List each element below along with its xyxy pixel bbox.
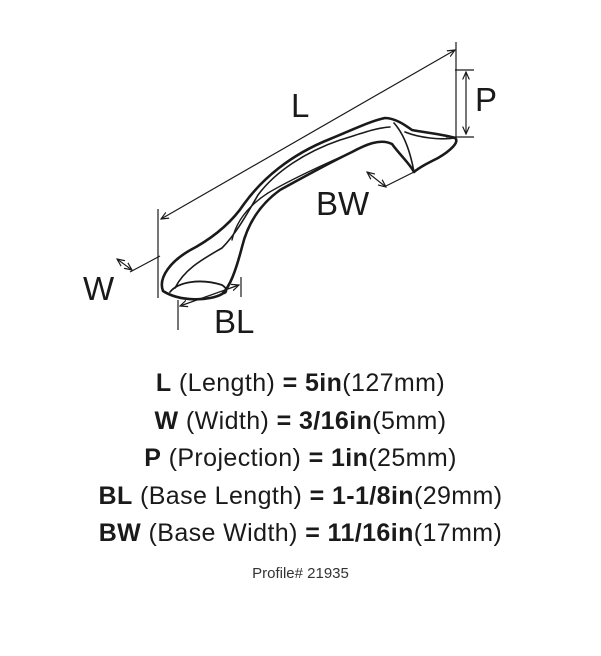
spec-metric: (127mm) [342,369,446,397]
spec-metric: (29mm) [413,481,503,510]
spec-width: W (Width) = 3/16in(5mm) [0,403,601,441]
width-dimension-line [117,259,132,270]
spec-equals: = [309,481,325,510]
spec-code: W [154,406,179,435]
spec-base-length: BL (Base Length) = 1-1/8in(29mm) [0,478,601,516]
spec-equals: = [276,406,292,435]
spec-metric: (17mm) [413,519,503,547]
spec-value: 5in [304,369,343,397]
spec-value: 1in [330,444,369,472]
spec-code: BL [98,481,133,510]
spec-value: 11/16in [327,519,414,547]
spec-base-width: BW (Base Width) = 11/16in(17mm) [0,515,601,553]
base-length-dimension-line [180,285,239,306]
dimension-lines [117,42,474,330]
spec-name: (Width) [185,406,270,435]
width-extension [129,255,161,273]
spec-equals: = [305,519,321,547]
spec-equals: = [282,369,298,397]
spec-equals: = [308,444,324,472]
label-base-width: BW [316,185,370,222]
spec-value: 1-1/8in [331,481,414,510]
base-width-dimension-line [367,172,386,187]
length-dimension-line [161,50,455,219]
spec-name: (Base Length) [140,481,303,510]
profile-number: Profile# 21935 [252,565,349,582]
handle-outer-contour [160,116,458,301]
label-width: W [83,270,115,307]
spec-name: (Projection) [168,444,302,472]
handle-dimension-diagram: L P BW W BL [83,42,497,340]
spec-code: BW [98,519,142,547]
spec-name: (Base Width) [148,519,298,547]
spec-metric: (25mm) [368,444,457,472]
spec-length: L (Length) = 5in(127mm) [0,365,601,403]
pull-handle-drawing [160,116,458,301]
label-base-length: BL [214,303,254,340]
dimension-specs: L (Length) = 5in(127mm) W (Width) = 3/16… [0,365,601,553]
spec-value: 3/16in [298,406,373,435]
label-projection: P [475,81,497,118]
spec-metric: (5mm) [372,406,447,435]
spec-code: P [144,444,162,472]
spec-projection: P (Projection) = 1in(25mm) [0,440,601,478]
label-length: L [291,87,309,124]
spec-code: L [155,369,172,397]
spec-name: (Length) [178,369,276,397]
base-width-extension [385,171,415,187]
